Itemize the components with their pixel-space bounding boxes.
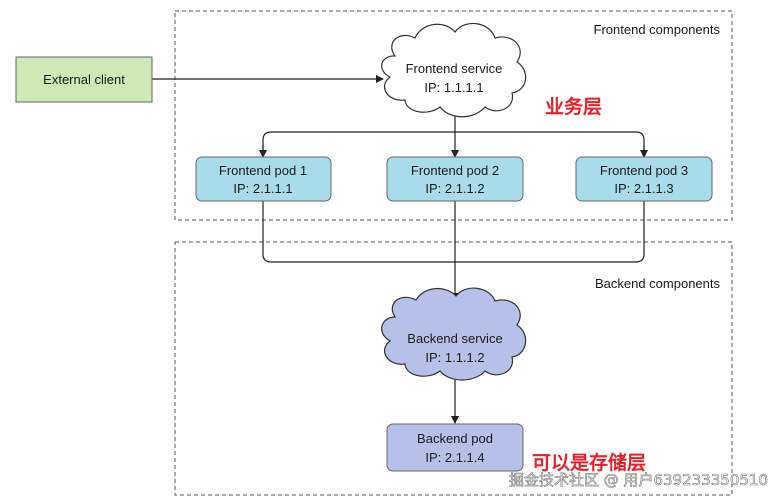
frontend-service-name: Frontend service	[406, 61, 503, 76]
connectors	[152, 75, 648, 424]
business-layer-annotation: 业务层	[545, 95, 602, 118]
backend-service-ip: IP: 1.1.1.2	[425, 350, 484, 365]
frontend-components-label: Frontend components	[594, 22, 721, 37]
backend-service-name: Backend service	[407, 331, 502, 346]
frontend-split-bar	[262, 131, 645, 157]
external-client-label: External client	[43, 72, 125, 87]
backend-components-label: Backend components	[595, 276, 721, 291]
external-client-box	[15, 56, 153, 103]
backend-pod-ip: IP: 2.1.1.4	[425, 450, 484, 465]
backend-pod-box	[386, 423, 524, 472]
frontend-pod-3-ip: IP: 2.1.1.3	[614, 181, 673, 196]
frontend-pod-3-box	[575, 156, 713, 202]
merge-left-line	[262, 201, 455, 263]
frontend-pod-2-name: Frontend pod 2	[411, 163, 499, 178]
watermark-text: 掘金技术社区 @ 用户639233350510	[509, 471, 768, 489]
frontend-pod-1-box	[195, 156, 332, 202]
frontend-components-group	[174, 10, 733, 221]
frontend-pod-1-ip: IP: 2.1.1.1	[233, 181, 292, 196]
backend-components-group	[174, 241, 733, 496]
backend-service-cloud-icon	[381, 287, 527, 381]
storage-layer-annotation: 可以是存储层	[532, 451, 646, 474]
frontend-pod-1-name: Frontend pod 1	[219, 163, 307, 178]
frontend-pod-3-name: Frontend pod 3	[600, 163, 688, 178]
frontend-service-ip: IP: 1.1.1.1	[424, 80, 483, 95]
frontend-pod-2-box	[386, 156, 524, 202]
frontend-service-cloud-icon	[381, 22, 527, 118]
backend-pod-name: Backend pod	[417, 431, 493, 446]
merge-right-line	[455, 201, 645, 263]
frontend-pod-2-ip: IP: 2.1.1.2	[425, 181, 484, 196]
